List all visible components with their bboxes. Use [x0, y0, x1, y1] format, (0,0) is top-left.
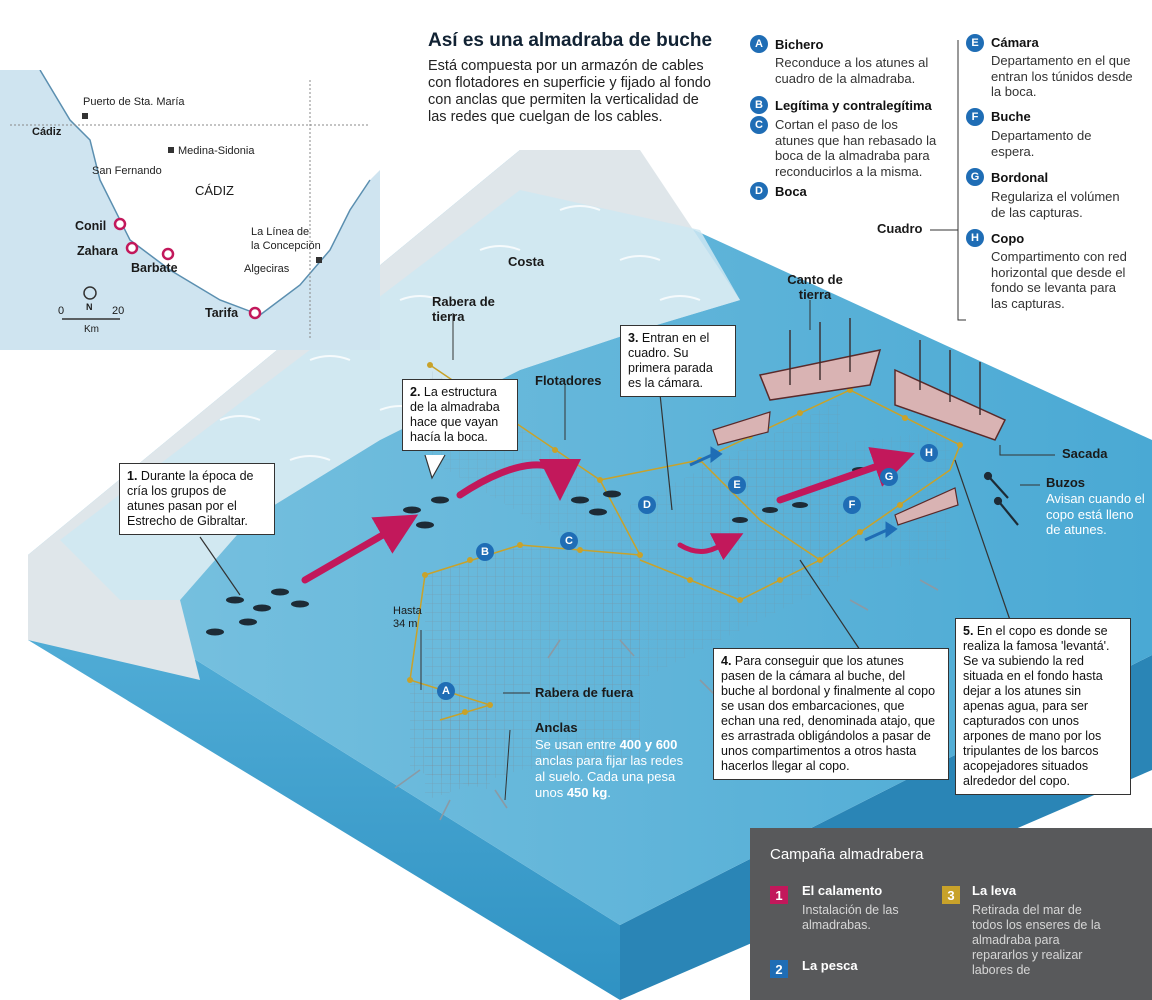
- callout-1: 1. Durante la época de cría los grupos d…: [119, 463, 275, 535]
- map-label-cadiz: Cádiz: [32, 126, 62, 138]
- label-sacada: Sacada: [1062, 446, 1108, 461]
- map-coastline: [39, 70, 371, 316]
- legend-badge-a: A: [750, 35, 768, 53]
- label-anclas: Anclas: [535, 720, 578, 735]
- callout-4: 4. Para conseguir que los atunes pasen d…: [713, 648, 949, 780]
- legend-f-name: Buche: [991, 109, 1031, 124]
- map-label-san-fernando: San Fernando: [92, 165, 162, 177]
- label-leaders: [420, 40, 1055, 801]
- legend-cuadro-label: Cuadro: [877, 221, 923, 236]
- campaign-item-3-desc: Retirada del mar de todos los enseres de…: [972, 903, 1101, 977]
- map-label-barbate: Barbate: [131, 261, 178, 275]
- tuna-school: [206, 457, 898, 636]
- legend-badge-e: E: [966, 34, 984, 52]
- legend-d-name: Boca: [775, 184, 807, 199]
- map-label-conil: Conil: [75, 219, 107, 233]
- label-costa: Costa: [508, 254, 545, 269]
- map-scale-unit: Km: [84, 324, 99, 335]
- map-label-linea-1: La Línea de: [251, 226, 310, 238]
- campaign-panel: Campaña almadrabera 1 El calamento Insta…: [750, 828, 1152, 1000]
- legend-badge-f: F: [966, 108, 984, 126]
- legend-a-desc: Reconduce a los atunes al cuadro de la a…: [775, 55, 929, 86]
- campaign-item-3-name: La leva: [972, 883, 1017, 898]
- campaign-item-1-desc: Instalación de las almadrabas.: [802, 903, 899, 932]
- legend-g-desc: Regulariza el volúmen de las capturas.: [991, 189, 1120, 220]
- map-label-province: CÁDIZ: [195, 183, 234, 198]
- boats: [712, 318, 1007, 526]
- legend-b-name: Legítima y contralegítima: [775, 98, 932, 113]
- label-rabera-tierra: Rabera de tierra: [432, 294, 495, 324]
- label-anclas-desc: Se usan entre 400 y 600 anclas para fija…: [535, 737, 684, 800]
- legend-badge-h: H: [966, 229, 984, 247]
- callout-2: 2. La estructura de la almadraba hace qu…: [402, 379, 518, 451]
- label-hasta-depth: 34 m: [393, 618, 418, 630]
- campaign-item-1-number: 1: [770, 886, 788, 904]
- diagram-badge-d: D: [638, 496, 656, 514]
- label-rabera-fuera: Rabera de fuera: [535, 685, 634, 700]
- map-north-label: N: [86, 302, 93, 312]
- campaign-item-1-name: El calamento: [802, 883, 883, 898]
- diagram-badge-f: F: [843, 496, 861, 514]
- diagram-badge-a: A: [437, 682, 455, 700]
- callout-5: 5. En el copo es donde se realiza la fam…: [955, 618, 1131, 795]
- map-scale-20: 20: [112, 305, 125, 317]
- label-buzos: Buzos: [1046, 475, 1085, 490]
- legend-f-desc: Departamento de espera.: [991, 128, 1092, 159]
- locator-map: [0, 70, 380, 350]
- legend-e-desc: Departamento en el que entran los túnido…: [991, 53, 1133, 99]
- legend-h-name: Copo: [991, 231, 1025, 246]
- map-label-zahara: Zahara: [77, 244, 118, 258]
- intro-text: Está compuesta por un armazón de cables …: [428, 58, 711, 125]
- legend-badge-d: D: [750, 182, 768, 200]
- page-title: Así es una almadraba de buche: [428, 30, 713, 51]
- diagram-badge-h: H: [920, 444, 938, 462]
- label-hasta: Hasta: [393, 605, 422, 617]
- campaign-item-2-name: La pesca: [802, 958, 858, 973]
- label-flotadores: Flotadores: [535, 373, 602, 388]
- campaign-item-3-number: 3: [942, 886, 960, 904]
- legend-badge-b: B: [750, 96, 768, 114]
- legend-h-desc: Compartimento con red horizontal que des…: [991, 249, 1127, 311]
- boat-direction-arrows: [689, 446, 898, 542]
- callout-3: 3. Entran en el cuadro. Su primera parad…: [620, 325, 736, 397]
- legend-g-name: Bordonal: [991, 170, 1049, 185]
- map-scale-0: 0: [58, 305, 65, 317]
- diagram-badge-g: G: [880, 468, 898, 486]
- flow-arrows: [301, 447, 915, 584]
- map-label-algeciras: Algeciras: [244, 263, 290, 275]
- map-label-puerto: Puerto de Sta. María: [83, 96, 185, 108]
- label-buzos-desc: Avisan cuando el copo está lleno de atun…: [1046, 491, 1145, 537]
- diagram-badge-e: E: [728, 476, 746, 494]
- map-sea: [0, 70, 380, 350]
- map-label-medina: Medina-Sidonia: [178, 145, 255, 157]
- map-markers: [82, 113, 322, 320]
- legend-e-name: Cámara: [991, 35, 1039, 50]
- legend-a-name: Bichero: [775, 37, 824, 52]
- legend-badge-c: C: [750, 116, 768, 134]
- campaign-title: Campaña almadrabera: [770, 846, 924, 863]
- label-canto-tierra: Canto de tierra: [787, 272, 843, 302]
- legend-c-desc: Cortan el paso de los atunes que han reb…: [775, 117, 937, 179]
- map-label-tarifa: Tarifa: [205, 306, 239, 320]
- legend-badge-g: G: [966, 168, 984, 186]
- diagram-badge-c: C: [560, 532, 578, 550]
- diagram-badge-b: B: [476, 543, 494, 561]
- north-compass-icon: [83, 286, 97, 300]
- map-label-linea-2: la Concepción: [251, 240, 321, 252]
- callout-pointers: [199, 393, 1011, 651]
- divers: [983, 471, 1019, 526]
- campaign-item-2-number: 2: [770, 960, 788, 978]
